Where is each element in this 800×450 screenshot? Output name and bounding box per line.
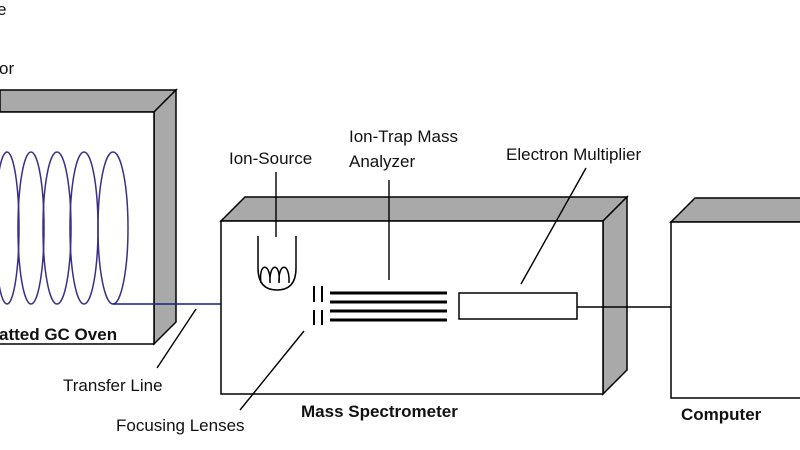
computer-box bbox=[669, 197, 800, 399]
leader-lines bbox=[156, 167, 587, 411]
label-top-fragment-1: e bbox=[0, 0, 7, 19]
electron-multiplier bbox=[458, 292, 578, 320]
label-electron-multiplier: Electron Multiplier bbox=[506, 145, 642, 164]
label-computer: Computer bbox=[681, 405, 762, 424]
label-gc-oven: atted GC Oven bbox=[0, 325, 118, 344]
label-mass-spectrometer: Mass Spectrometer bbox=[301, 402, 458, 421]
label-ion-trap-line2: Analyzer bbox=[349, 152, 416, 171]
focusing-lenses bbox=[313, 286, 323, 325]
label-ion-source: Ion-Source bbox=[229, 149, 313, 168]
ion-source bbox=[257, 236, 297, 291]
ion-trap-rods bbox=[330, 291, 447, 322]
label-focusing-lenses: Focusing Lenses bbox=[116, 416, 245, 435]
gc-oven-box bbox=[0, 88, 178, 346]
label-top-fragment-2: or bbox=[0, 59, 15, 78]
gc-column-coil bbox=[0, 151, 129, 305]
label-ion-trap-line1: Ion-Trap Mass bbox=[349, 127, 458, 146]
label-transfer-line: Transfer Line bbox=[63, 376, 163, 395]
